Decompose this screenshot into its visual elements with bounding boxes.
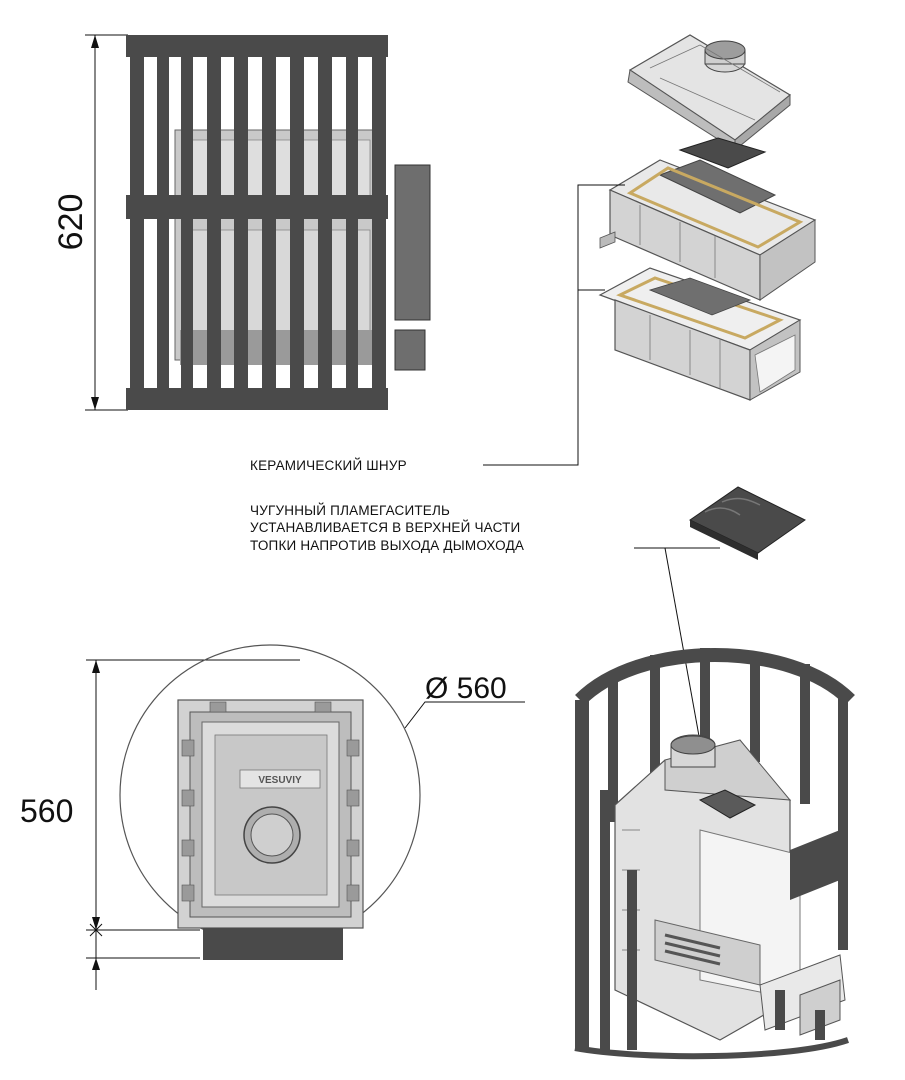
stove-brand-label: VESUVIY <box>258 775 302 786</box>
exploded-firebox <box>598 34 817 401</box>
ceramic-cord-lower <box>616 276 784 340</box>
ceramic-cord-label: КЕРАМИЧЕСКИЙ ШНУР <box>250 458 407 473</box>
top-ring <box>126 35 388 57</box>
side-view: 620 <box>52 34 431 411</box>
fuel-tunnel <box>203 928 343 960</box>
middle-ring <box>126 195 388 219</box>
depth-560-label: 560 <box>20 793 73 829</box>
diameter-label: Ø 560 <box>425 672 507 705</box>
bottom-ring <box>126 388 388 410</box>
ceramic-cord-leader <box>483 184 625 466</box>
flame-arrester-label-line-2: УСТАНАВЛИВАЕТСЯ В ВЕРХНЕЙ ЧАСТИ <box>250 520 521 535</box>
flame-arrester-label-line-3: ТОПКИ НАПРОТИВ ВЫХОДА ДЫМОХОДА <box>250 538 525 553</box>
ceramic-cord-upper <box>626 166 804 249</box>
flame-arrester-part <box>689 486 806 560</box>
assembled-view <box>574 648 855 1060</box>
flame-arrester-label-line-1: ЧУГУННЫЙ ПЛАМЕГАСИТЕЛЬ <box>250 503 451 518</box>
top-view: 560 Ø 560 VESUVIY <box>20 644 525 990</box>
grate-bars <box>130 55 386 390</box>
height-620-label: 620 <box>52 194 90 251</box>
